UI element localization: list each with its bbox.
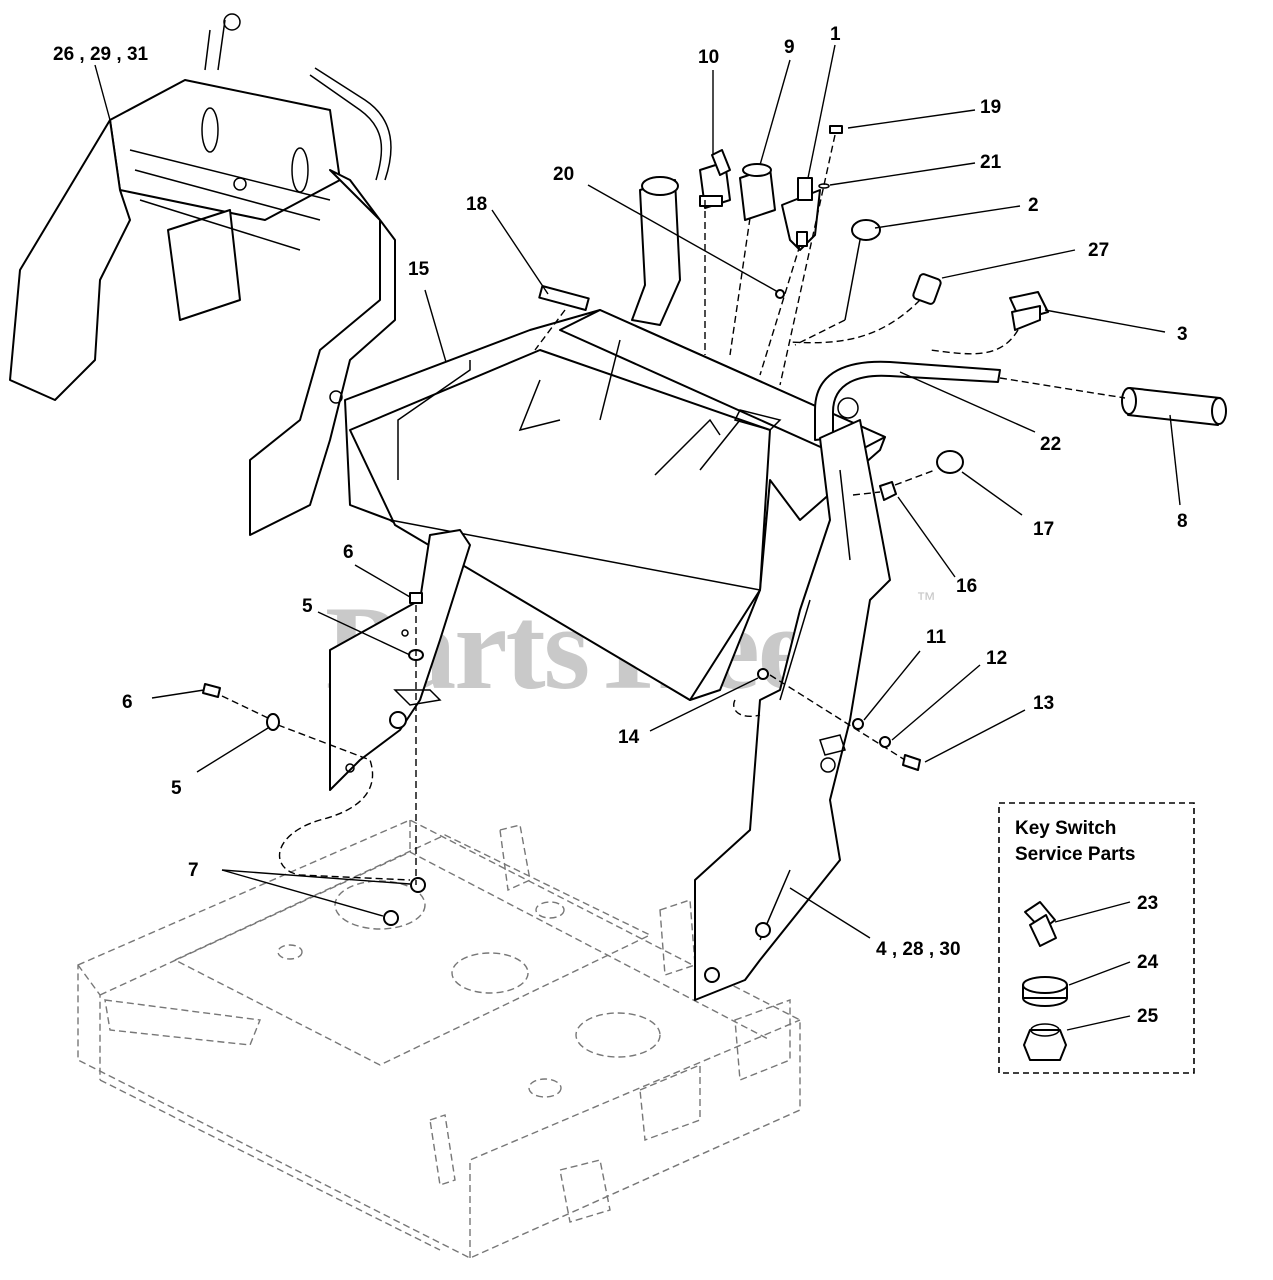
callout-5-left: 5 bbox=[171, 778, 182, 799]
toggle-switch-part bbox=[1009, 291, 1049, 331]
rubber-cap-part bbox=[1022, 976, 1068, 1007]
bolt-13 bbox=[902, 754, 921, 771]
callout-9: 9 bbox=[784, 37, 795, 58]
left-side-bracket bbox=[329, 529, 471, 791]
right-side-frame bbox=[694, 419, 891, 1001]
nut-11 bbox=[852, 718, 864, 730]
chassis-frame-outline bbox=[77, 819, 801, 1259]
hour-meter-part bbox=[912, 273, 942, 305]
callout-26-29-31: 26 , 29 , 31 bbox=[53, 44, 149, 65]
callout-15: 15 bbox=[408, 259, 430, 280]
callout-13: 13 bbox=[1033, 693, 1054, 714]
callout-11: 11 bbox=[926, 627, 947, 648]
callout-27: 27 bbox=[1088, 240, 1109, 261]
screw-19 bbox=[829, 125, 843, 134]
callout-8: 8 bbox=[1177, 511, 1188, 532]
callout-7: 7 bbox=[188, 860, 199, 881]
throttle-knob-part bbox=[844, 219, 881, 321]
callout-4-28-30: 4 , 28 , 30 bbox=[876, 939, 961, 960]
callout-3: 3 bbox=[1177, 324, 1188, 345]
callout-23: 23 bbox=[1137, 893, 1158, 914]
washer-12 bbox=[879, 736, 891, 748]
nut-16 bbox=[879, 481, 897, 501]
callout-24: 24 bbox=[1137, 952, 1159, 973]
bolt-6-upper bbox=[409, 592, 423, 604]
callout-17: 17 bbox=[1033, 519, 1054, 540]
callout-14: 14 bbox=[618, 727, 640, 748]
callout-21: 21 bbox=[980, 152, 1002, 173]
callout-labels: 26 , 29 , 31 10 9 1 19 21 20 18 2 27 15 … bbox=[53, 24, 1188, 1027]
nut-7a bbox=[410, 877, 426, 893]
nut-14 bbox=[757, 668, 769, 680]
bolt-6-left bbox=[202, 683, 221, 698]
callout-25: 25 bbox=[1137, 1006, 1159, 1027]
service-box-title-line2: Service Parts bbox=[1015, 844, 1135, 865]
callout-20: 20 bbox=[553, 164, 574, 185]
callout-1: 1 bbox=[830, 24, 841, 45]
handle-grip-part bbox=[1121, 387, 1227, 426]
callout-18: 18 bbox=[466, 194, 487, 215]
callout-22: 22 bbox=[1040, 434, 1061, 455]
watermark-trademark: ™ bbox=[916, 589, 936, 611]
service-box-title-line1: Key Switch bbox=[1015, 818, 1116, 839]
callout-12: 12 bbox=[986, 648, 1007, 669]
console-assembly-detail bbox=[9, 13, 396, 536]
leader-lines bbox=[94, 44, 1181, 1031]
pto-switch-part bbox=[739, 163, 776, 221]
callout-6-left: 6 bbox=[122, 692, 133, 713]
keys-part bbox=[1024, 901, 1057, 947]
callout-6-upper: 6 bbox=[343, 542, 354, 563]
callout-16: 16 bbox=[956, 576, 977, 597]
washer-5-left bbox=[266, 713, 280, 731]
key-switch-part bbox=[699, 149, 731, 209]
small-parts bbox=[202, 125, 1227, 926]
adjust-knob-part bbox=[936, 450, 964, 474]
spacer-tube-part bbox=[538, 284, 590, 312]
nut-7b bbox=[383, 910, 399, 926]
control-console-panel bbox=[344, 176, 1001, 701]
hex-nut-part bbox=[1023, 1023, 1067, 1061]
assembly-lines bbox=[221, 134, 1126, 885]
key-switch-service-box: Key Switch Service Parts bbox=[998, 802, 1195, 1074]
callout-2: 2 bbox=[1028, 195, 1039, 216]
callout-5-upper: 5 bbox=[302, 596, 313, 617]
callout-19: 19 bbox=[980, 97, 1001, 118]
callout-10: 10 bbox=[698, 47, 719, 68]
interlock-switch-part bbox=[781, 177, 821, 251]
